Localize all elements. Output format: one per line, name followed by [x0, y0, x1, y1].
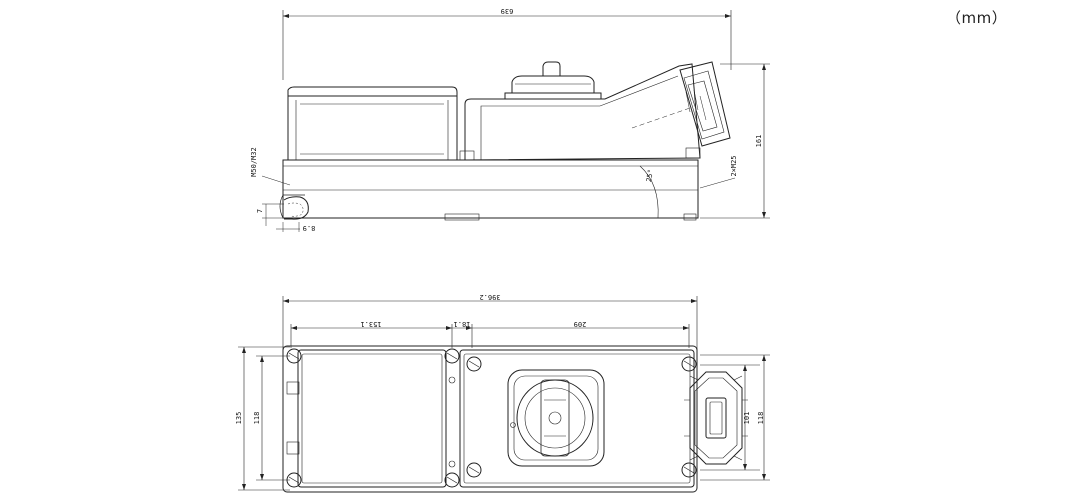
label-gland-right: 2×M25 [730, 155, 738, 176]
screw-heads [286, 348, 697, 488]
enclosure-base [282, 159, 699, 219]
dim-socket-outer: 118 [757, 412, 765, 425]
dim-height-outer: 135 [235, 412, 243, 425]
dim-top-overall: 396.2 [479, 293, 500, 301]
dim-height: 161 [755, 135, 763, 148]
dim-seg-right: 209 [574, 320, 587, 328]
dim-seg-mid: 18.1 [454, 320, 471, 328]
label-gland-left: M50/M32 [250, 147, 258, 177]
dim-height-inner: 118 [253, 412, 261, 425]
dim-foot-height: 7 [256, 209, 264, 213]
dim-socket-inner: 101 [743, 412, 751, 425]
rotary-switch [507, 369, 605, 467]
side-view [261, 10, 770, 232]
dim-angle: 25° [645, 169, 655, 183]
socket-front [684, 371, 748, 465]
unit-label: （mm） [946, 9, 1008, 27]
top-view [238, 296, 770, 493]
dim-seg-left: 153.1 [360, 320, 381, 328]
dim-foot-offset: 8.9 [303, 224, 316, 232]
dim-overall-length: 639 [501, 7, 514, 15]
socket-side [679, 61, 731, 159]
enclosure-top [282, 345, 698, 493]
